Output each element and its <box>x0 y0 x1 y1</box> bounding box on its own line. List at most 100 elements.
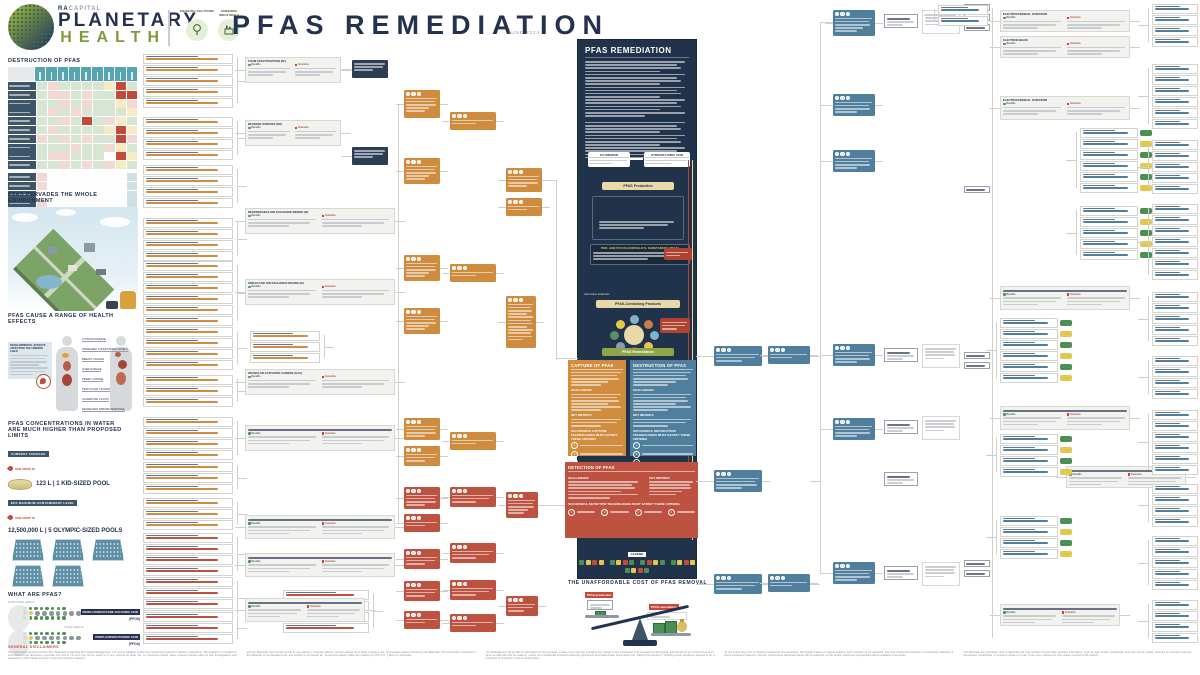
table-row <box>8 99 138 108</box>
connector-line <box>341 133 351 134</box>
olympic-pool-icon <box>12 565 44 587</box>
mini-card <box>143 283 233 293</box>
rating-pill <box>1140 174 1152 180</box>
connector-line <box>1120 615 1130 616</box>
connector-line <box>442 441 450 442</box>
mini-card <box>143 610 233 620</box>
mini-card <box>1152 184 1198 194</box>
connector-line <box>760 583 768 584</box>
rating-pill <box>1060 458 1072 464</box>
health-effect-label: TESTICULAR CANCER <box>82 388 110 393</box>
chain-length-box <box>964 560 990 567</box>
mini-card <box>1152 237 1198 247</box>
connector-line <box>875 573 883 574</box>
mini-card <box>1152 443 1198 453</box>
note-card <box>922 344 960 368</box>
mini-card <box>1000 538 1058 548</box>
mini-card <box>143 462 233 472</box>
criteria-item: 2 <box>571 450 623 458</box>
legend-group <box>670 560 695 565</box>
note-card <box>922 562 960 586</box>
mini-card <box>1152 410 1198 420</box>
chain-length-box <box>964 362 990 369</box>
connector-line <box>706 356 714 357</box>
tree-node <box>450 543 496 563</box>
connector-card <box>884 566 918 580</box>
mini-card <box>1152 495 1198 505</box>
tree-node <box>833 150 875 172</box>
disclaimer-column: The information contained herein (the “M… <box>8 650 237 661</box>
disclaimer-column: The Materials are proprietary and confid… <box>963 650 1192 657</box>
mini-card <box>143 338 233 348</box>
connector-line <box>1066 160 1076 161</box>
mini-card <box>143 623 233 633</box>
connector-line <box>498 322 506 323</box>
connector-line <box>1130 418 1140 419</box>
connector-line <box>396 321 404 322</box>
legend-group <box>624 568 650 573</box>
connector-line <box>324 346 334 348</box>
connector-line <box>810 583 818 584</box>
connector-line <box>496 497 504 498</box>
connector-line <box>237 616 238 639</box>
disclaimer-column: and the Materials, and should consult it… <box>246 650 476 657</box>
rating-pill <box>1140 152 1152 158</box>
water-drop-icon <box>6 514 15 522</box>
connector-line <box>396 591 404 592</box>
rating-pill <box>1140 208 1152 214</box>
city-building <box>84 243 95 252</box>
connector-line <box>235 292 245 293</box>
legend-swatch <box>624 568 630 573</box>
annotation-chain-length: CHAIN LENGTH <box>64 625 84 629</box>
tree-node <box>404 255 440 281</box>
table-row <box>8 172 138 181</box>
connector-line <box>342 69 352 70</box>
connector-line <box>825 429 833 430</box>
connector-line <box>1138 318 1148 320</box>
connector-line <box>442 590 450 591</box>
connector-line <box>1130 108 1140 109</box>
mini-card <box>143 386 233 396</box>
tree-node <box>404 549 440 569</box>
health-effects-figure: DEVELOPMENTAL EFFECTS AFFECTING THE UNBO… <box>8 328 138 424</box>
connector-line <box>992 8 993 638</box>
category-title: SINGLE-USE ION EXCHANGE RESINS (IX) <box>248 281 304 285</box>
connector-line <box>237 627 247 629</box>
brand-ra-capital: RACAPITAL <box>58 6 102 12</box>
rating-pill <box>1140 241 1152 247</box>
tree-node <box>450 432 496 450</box>
connector-line <box>542 207 550 208</box>
connector-line <box>820 161 833 162</box>
table-row <box>8 90 138 99</box>
connector-line <box>440 104 448 105</box>
product-category-dot <box>615 319 625 329</box>
mini-card <box>143 612 233 622</box>
connector-line <box>875 355 883 356</box>
connector-line <box>440 429 448 430</box>
connector-line <box>538 505 565 506</box>
tree-node <box>404 446 440 466</box>
connector-line <box>810 584 820 585</box>
mini-card <box>1080 239 1138 249</box>
mini-card <box>1152 558 1198 568</box>
rating-pill <box>1060 331 1072 337</box>
tree-node <box>450 487 496 507</box>
category-title: GRANULAR ACTIVATED CARBON (GAC) <box>248 371 303 375</box>
chain-length-box <box>964 186 990 193</box>
connector-line <box>496 623 504 624</box>
mini-card <box>143 198 233 208</box>
connector-line <box>395 438 405 439</box>
rating-pill <box>1060 375 1072 381</box>
tree-node <box>506 492 538 518</box>
connector-line <box>237 581 238 615</box>
connector-line <box>395 565 405 566</box>
mini-card <box>143 473 233 483</box>
molecule-diagram: PERFLUOROOCTANOIC ACID(PFOA) <box>8 629 140 656</box>
flow-line-tan <box>692 160 693 540</box>
panel-title: DESTRUCTION OF PFAS <box>633 363 693 370</box>
kid-pool-icon <box>8 479 32 490</box>
connector-line <box>875 429 883 430</box>
connector-line <box>442 553 450 554</box>
